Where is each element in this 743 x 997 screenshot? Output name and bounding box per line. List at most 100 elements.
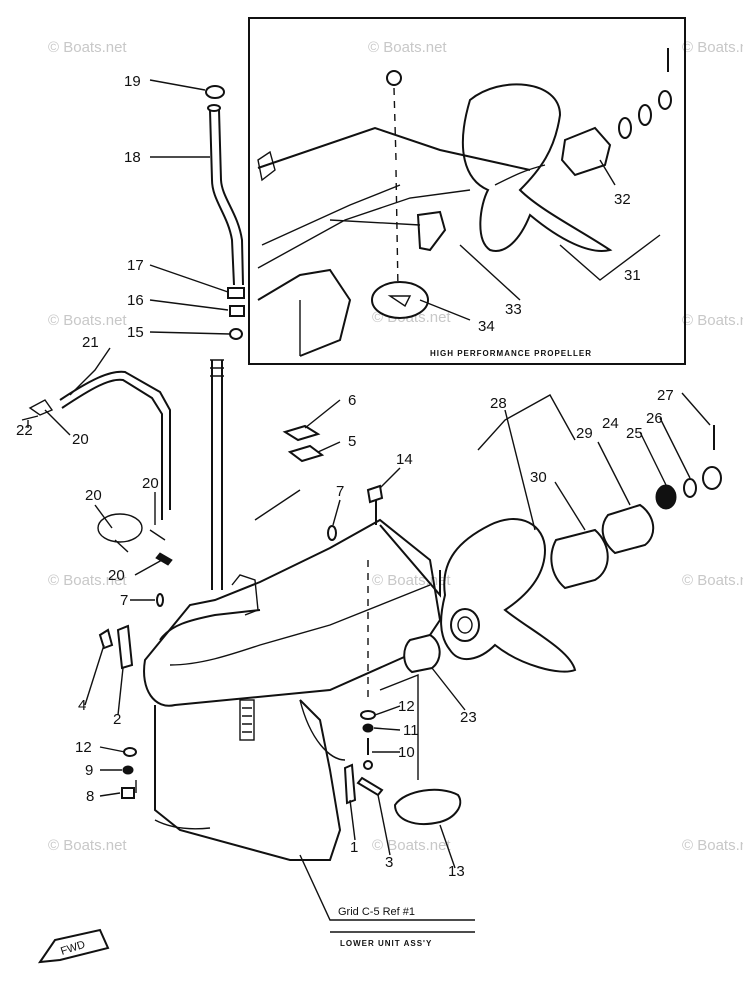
- shift-rod-clip: [28, 399, 54, 416]
- trim-tab-group: [343, 560, 462, 825]
- bushing-30: [550, 528, 609, 590]
- callout-29: 29: [576, 425, 593, 442]
- bolt-14: [366, 484, 384, 504]
- anode-5: [287, 444, 325, 463]
- washer-25: [655, 484, 677, 510]
- thrust-washer-23: [403, 633, 441, 674]
- callout-16: 16: [127, 292, 144, 309]
- inset-anode: [257, 150, 276, 182]
- gasket-9: [122, 765, 134, 775]
- inset-skeg: [257, 268, 352, 357]
- callout-21: 21: [82, 334, 99, 351]
- callout-15: 15: [127, 324, 144, 341]
- washer-11: [362, 723, 374, 733]
- callout-19: 19: [124, 73, 141, 90]
- callout-25: 25: [626, 425, 643, 442]
- shift-rod-group: [21, 370, 173, 566]
- callout-34: 34: [478, 318, 495, 335]
- callout-18: 18: [124, 149, 141, 166]
- callout-12: 12: [398, 698, 415, 715]
- left-hardware: [98, 593, 164, 799]
- callout-20: 20: [142, 475, 159, 492]
- callout-31: 31: [624, 267, 641, 284]
- callout-27: 27: [657, 387, 674, 404]
- water-tube-group: [205, 85, 245, 340]
- plug-screw-8: [121, 787, 135, 799]
- callout-30: 30: [530, 469, 547, 486]
- callout-5: 5: [348, 433, 356, 450]
- watermark: © Boats.net: [682, 837, 743, 854]
- inset-high-performance-propeller: HIGH PERFORMANCE PROPELLER: [248, 17, 686, 365]
- lower-case-top: [143, 518, 442, 707]
- callout-33: 33: [505, 301, 522, 318]
- inset-spacer: [560, 126, 612, 177]
- inset-bracket: [416, 210, 447, 252]
- water-tube: [209, 109, 235, 286]
- bracket-28: [477, 394, 576, 451]
- callout-20: 20: [108, 567, 125, 584]
- callout-10: 10: [398, 744, 415, 761]
- propeller: [440, 518, 577, 673]
- inset-gearcase-top: [257, 126, 531, 171]
- washer-12: [123, 747, 137, 757]
- washer-12b: [360, 710, 376, 720]
- callout-20: 20: [72, 431, 89, 448]
- nut-27: [702, 466, 722, 490]
- inset-frame: [248, 17, 686, 365]
- lower-case-body: [154, 699, 342, 861]
- watermark: © Boats.net: [372, 837, 451, 854]
- callout-1: 1: [350, 839, 358, 856]
- watermark: © Boats.net: [48, 572, 127, 589]
- watermark: © Boats.net: [48, 837, 127, 854]
- callout-13: 13: [448, 863, 465, 880]
- dowel-7: [327, 525, 337, 541]
- shift-cam: [116, 624, 134, 670]
- propeller-hub: [450, 608, 480, 642]
- callout-12: 12: [75, 739, 92, 756]
- shift-rod-seal: [97, 513, 143, 543]
- callout-2: 2: [113, 711, 121, 728]
- callout-9: 9: [85, 762, 93, 779]
- lower-unit-housing: [143, 359, 442, 861]
- bolt-3: [356, 776, 384, 797]
- seal: [227, 287, 245, 299]
- anode-6: [282, 424, 321, 442]
- inset-propeller: [461, 83, 613, 252]
- inset-trim-tab: [371, 281, 429, 319]
- grommet: [205, 85, 225, 99]
- grommet-lower: [229, 328, 243, 340]
- callout-11: 11: [403, 722, 419, 739]
- propeller-group: [403, 394, 722, 674]
- fwd-arrow: FWD: [37, 928, 110, 964]
- callout-26: 26: [646, 410, 663, 427]
- callout-8: 8: [86, 788, 94, 805]
- watermark: © Boats.net: [368, 39, 447, 56]
- anode-block: [239, 699, 255, 741]
- callout-20: 20: [85, 487, 102, 504]
- dowel-pin: [156, 593, 164, 607]
- watermark: © Boats.net: [682, 572, 743, 589]
- inset-caption: HIGH PERFORMANCE PROPELLER: [430, 349, 592, 358]
- collar: [229, 305, 245, 317]
- assembly-label: LOWER UNIT ASS'Y: [340, 939, 432, 948]
- reference-box: Grid C-5 Ref #1 LOWER UNIT ASS'Y: [299, 854, 475, 948]
- pin-1: [343, 763, 357, 805]
- watermark: © Boats.net: [682, 39, 743, 56]
- callout-28: 28: [490, 395, 507, 412]
- callout-6: 6: [348, 392, 356, 409]
- plug: [98, 628, 114, 650]
- grid-reference: Grid C-5 Ref #1: [338, 906, 415, 918]
- spacer-29: [601, 503, 655, 555]
- callout-24: 24: [602, 415, 619, 432]
- leader-lines: [27, 79, 711, 869]
- callout-23: 23: [460, 709, 477, 726]
- watermark: © Boats.net: [48, 39, 127, 56]
- callout-3: 3: [385, 854, 393, 871]
- trim-tab-13: [393, 788, 462, 825]
- inset-washer: [618, 117, 632, 139]
- washer-26: [683, 478, 697, 498]
- callout-4: 4: [78, 697, 86, 714]
- callout-17: 17: [127, 257, 144, 274]
- callout-32: 32: [614, 191, 631, 208]
